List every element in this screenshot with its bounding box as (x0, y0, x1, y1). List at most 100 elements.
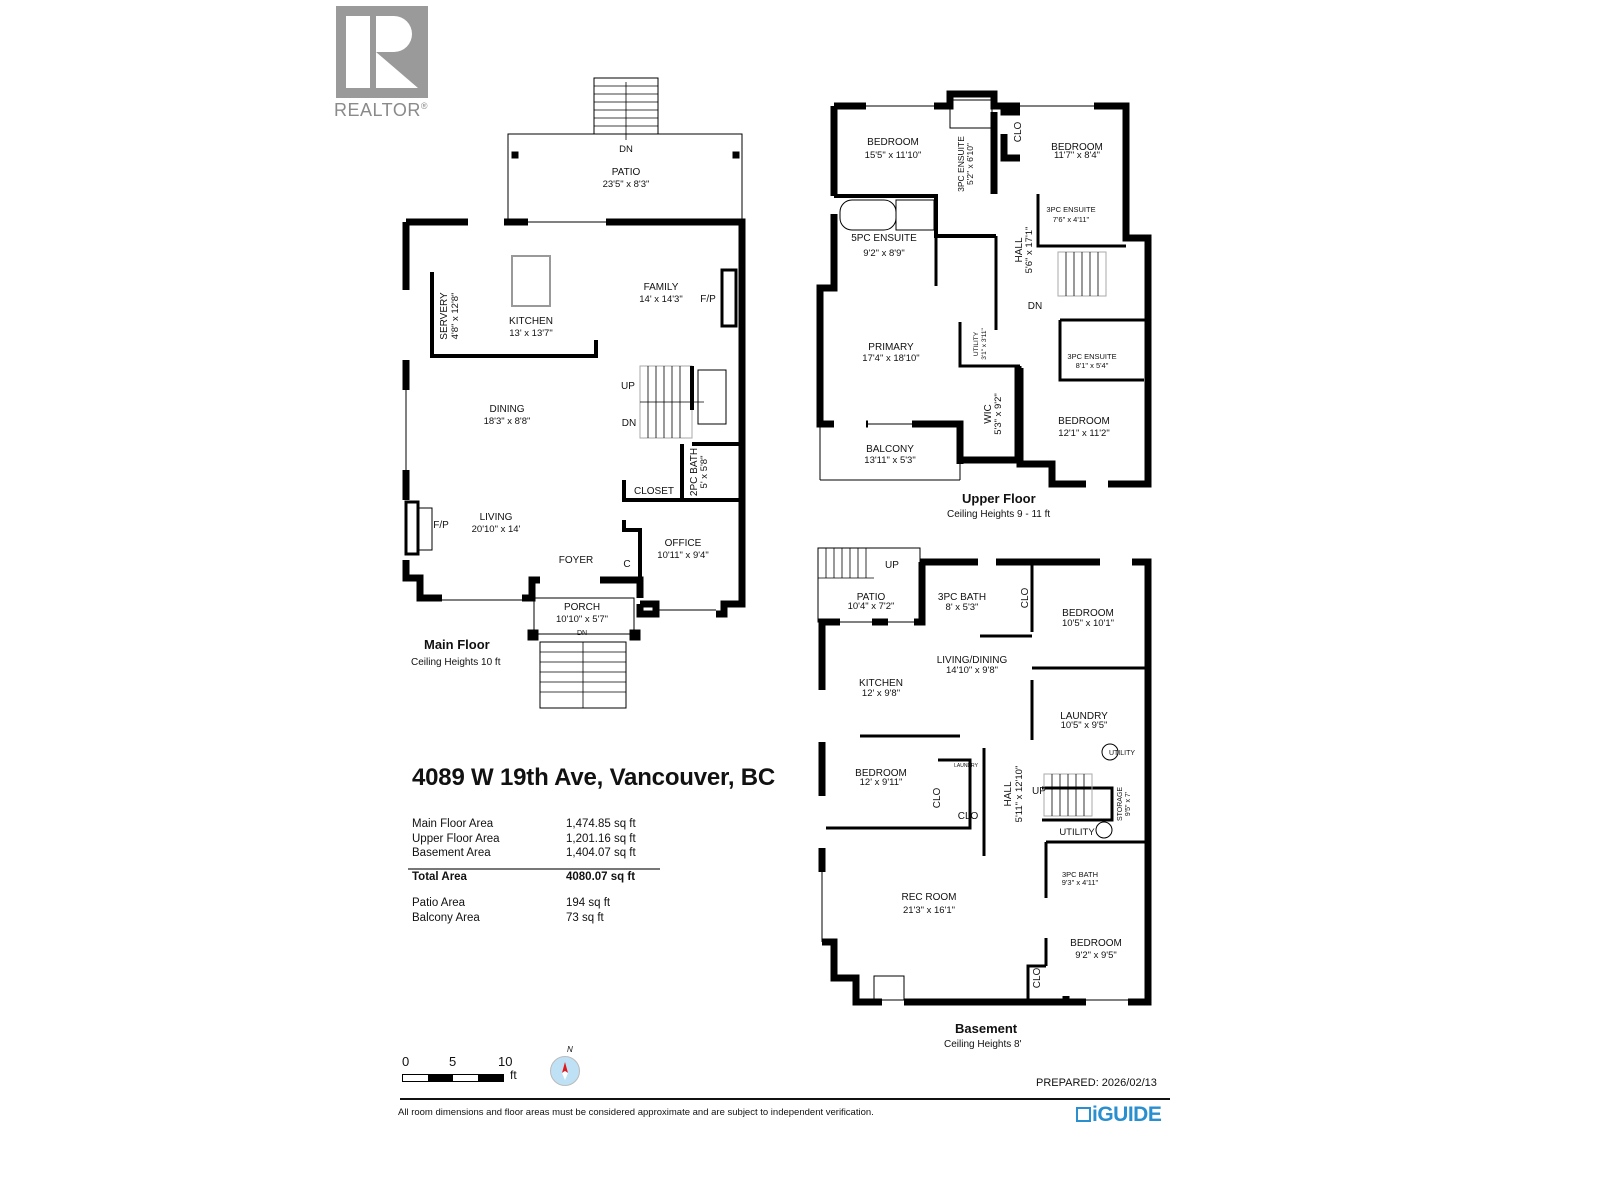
upper-floor-title: Upper Floor (962, 491, 1036, 506)
svg-text:LAUNDRY: LAUNDRY (1060, 711, 1108, 722)
svg-text:CLO: CLO (1020, 587, 1031, 608)
svg-text:UP: UP (885, 560, 899, 571)
svg-text:14' x 14'3": 14' x 14'3" (639, 294, 682, 305)
svg-text:21'3" x 16'1": 21'3" x 16'1" (903, 905, 955, 916)
svg-text:DN: DN (1028, 301, 1042, 312)
svg-text:7'6" x 4'11": 7'6" x 4'11" (1053, 215, 1090, 224)
svg-text:5' x 5'8": 5' x 5'8" (699, 456, 710, 489)
svg-text:BEDROOM: BEDROOM (1051, 142, 1103, 153)
svg-text:9'2" x 8'9": 9'2" x 8'9" (863, 248, 905, 259)
svg-text:20'10" x 14': 20'10" x 14' (472, 524, 521, 535)
svg-text:C: C (623, 559, 630, 570)
svg-text:REC ROOM: REC ROOM (902, 892, 957, 903)
svg-text:5'11" x 12'10": 5'11" x 12'10" (1014, 766, 1025, 823)
area-divider (408, 868, 660, 870)
svg-text:F/P: F/P (700, 294, 716, 305)
svg-text:HALL: HALL (1014, 237, 1025, 262)
svg-text:5PC ENSUITE: 5PC ENSUITE (851, 233, 917, 244)
svg-text:11'7" x 8'4": 11'7" x 8'4" (1054, 150, 1100, 161)
upper-floor-ceiling: Ceiling Heights 9 - 11 ft (947, 509, 1051, 520)
upper-floor-plan (816, 90, 1152, 488)
svg-text:BEDROOM: BEDROOM (1070, 938, 1122, 949)
main-floor-ceiling: Ceiling Heights 10 ft (411, 657, 501, 668)
svg-text:FOYER: FOYER (559, 555, 593, 566)
svg-text:8'1" x 5'4": 8'1" x 5'4" (1076, 361, 1109, 370)
upper-floor-labels: BEDROOM 15'5" x 11'10" 3PC ENSUITE 5'2" … (851, 121, 1116, 466)
svg-text:10'11" x 9'4": 10'11" x 9'4" (657, 550, 708, 561)
compass-icon (550, 1056, 580, 1086)
svg-text:UTILITY: UTILITY (1109, 750, 1135, 757)
svg-text:UP: UP (621, 381, 635, 392)
svg-text:STORAGE: STORAGE (1117, 787, 1124, 821)
svg-text:3PC ENSUITE: 3PC ENSUITE (1067, 352, 1116, 361)
svg-text:PRIMARY: PRIMARY (868, 342, 914, 353)
iguide-icon (1076, 1107, 1091, 1122)
svg-text:3'1" x 3'11": 3'1" x 3'11" (981, 328, 988, 360)
svg-text:PATIO: PATIO (612, 167, 641, 178)
realtor-logo (336, 6, 428, 98)
svg-text:3PC ENSUITE: 3PC ENSUITE (1046, 205, 1095, 214)
svg-text:DINING: DINING (490, 404, 525, 415)
svg-text:BEDROOM: BEDROOM (1062, 608, 1114, 619)
svg-text:9'3" x 4'11": 9'3" x 4'11" (1062, 878, 1099, 887)
svg-text:LIVING: LIVING (480, 512, 513, 523)
svg-text:18'3" x 8'8": 18'3" x 8'8" (484, 416, 531, 427)
svg-text:UP: UP (1032, 786, 1046, 797)
svg-text:12'1" x 11'2": 12'1" x 11'2" (1058, 428, 1109, 439)
svg-text:DN: DN (622, 418, 636, 429)
svg-text:23'5" x 8'3": 23'5" x 8'3" (603, 179, 650, 190)
svg-text:2PC BATH: 2PC BATH (689, 448, 700, 496)
svg-text:WIC: WIC (983, 404, 994, 423)
svg-text:CLOSET: CLOSET (634, 486, 674, 497)
svg-text:14'10" x 9'8": 14'10" x 9'8" (946, 665, 998, 676)
main-floor-labels: DN PATIO 23'5" x 8'3" FAMILY 14' x 14'3"… (433, 144, 716, 637)
svg-text:UTILITY: UTILITY (1059, 827, 1095, 838)
main-floor-plan (402, 77, 746, 709)
svg-text:12' x 9'11": 12' x 9'11" (860, 777, 903, 788)
svg-text:4'8" x 12'8": 4'8" x 12'8" (450, 293, 461, 340)
svg-text:13'11" x 5'3": 13'11" x 5'3" (864, 455, 915, 466)
svg-text:8' x 5'3": 8' x 5'3" (946, 602, 979, 613)
svg-text:15'5" x 11'10": 15'5" x 11'10" (865, 150, 922, 161)
svg-text:BALCONY: BALCONY (866, 444, 914, 455)
svg-text:KITCHEN: KITCHEN (859, 678, 903, 689)
svg-text:CLO: CLO (958, 811, 979, 822)
svg-text:BEDROOM: BEDROOM (867, 137, 919, 148)
basement-plan (817, 547, 1152, 1006)
svg-text:10'10" x 5'7": 10'10" x 5'7" (556, 614, 608, 625)
svg-text:FAMILY: FAMILY (644, 282, 679, 293)
svg-text:KITCHEN: KITCHEN (509, 316, 553, 327)
prepared-date: PREPARED: 2026/02/13 (1036, 1077, 1157, 1089)
svg-text:9'2" x 9'5": 9'2" x 9'5" (1075, 950, 1117, 961)
svg-text:DN: DN (577, 630, 587, 637)
basement-labels: UP PATIO 10'4" x 7'2" 3PC BATH 8' x 5'3"… (848, 560, 1136, 988)
main-floor-title: Main Floor (424, 637, 490, 652)
svg-text:BEDROOM: BEDROOM (855, 768, 907, 779)
basement-ceiling: Ceiling Heights 8' (944, 1039, 1022, 1050)
svg-text:10'5" x 9'5": 10'5" x 9'5" (1061, 720, 1108, 731)
svg-text:3PC BATH: 3PC BATH (1062, 870, 1098, 879)
svg-text:9'5" x 7': 9'5" x 7' (1125, 792, 1132, 816)
property-address: 4089 W 19th Ave, Vancouver, BC (412, 764, 776, 791)
svg-text:17'4" x 18'10": 17'4" x 18'10" (862, 353, 919, 364)
footer-divider (400, 1098, 1170, 1100)
svg-text:CLO: CLO (1013, 121, 1024, 142)
svg-text:OFFICE: OFFICE (665, 538, 702, 549)
svg-text:LIVING/DINING: LIVING/DINING (937, 655, 1008, 666)
svg-text:12' x 9'8": 12' x 9'8" (862, 688, 900, 699)
scale-bar: 0 5 10 ft (402, 1054, 517, 1082)
svg-text:5'3" x 9'2": 5'3" x 9'2" (993, 393, 1004, 435)
svg-text:5'2" x 6'10": 5'2" x 6'10" (965, 143, 975, 185)
svg-text:PORCH: PORCH (564, 602, 600, 613)
realtor-logo-text: REALTOR® (334, 100, 428, 120)
svg-text:CLO: CLO (932, 787, 943, 808)
svg-text:SERVERY: SERVERY (439, 292, 450, 340)
svg-text:5'6" x 17'1": 5'6" x 17'1" (1024, 227, 1035, 274)
svg-text:10'5" x 10'1": 10'5" x 10'1" (1062, 618, 1114, 629)
